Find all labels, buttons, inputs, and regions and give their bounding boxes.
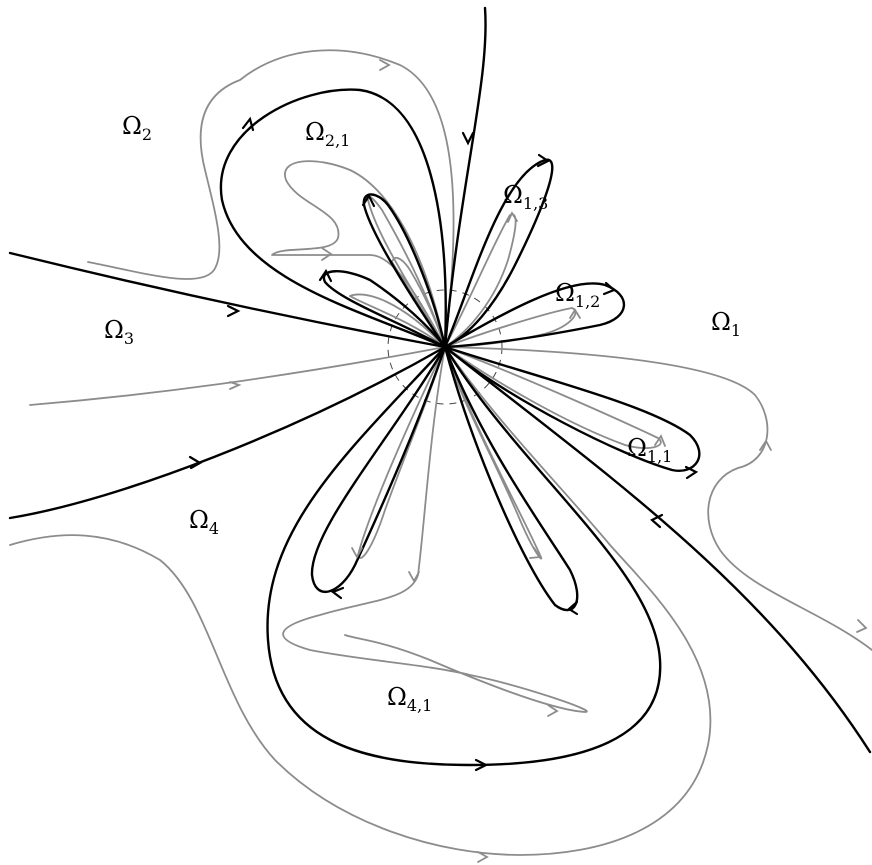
label-omega-2: Ω2 <box>122 112 153 144</box>
orbit-small-loop-c <box>349 293 446 348</box>
petal-omega-2-1 <box>219 88 447 349</box>
label-omega-1-3: Ω1,3 <box>503 181 549 213</box>
black-arrows <box>188 116 699 772</box>
separatrix-top <box>443 6 487 349</box>
petal-omega-1-2 <box>443 282 626 349</box>
separatrix-lower-left <box>8 345 447 520</box>
petal-omega-1-3 <box>443 158 554 349</box>
petal-lower-right <box>443 345 579 612</box>
label-omega-1: Ω1 <box>711 308 742 340</box>
label-omega-1-2: Ω1,2 <box>555 279 601 311</box>
petal-upper-left-a <box>362 193 447 349</box>
separatrix-left <box>8 251 447 349</box>
orbit-left <box>29 346 446 406</box>
label-omega-1-1: Ω1,1 <box>627 434 673 466</box>
orbit-small-loop-a <box>366 195 446 348</box>
orbit-omega41-s <box>282 346 588 713</box>
separatrix-lower-right <box>443 345 872 754</box>
label-omega-4-1: Ω4,1 <box>387 683 433 715</box>
label-omega-4: Ω4 <box>189 506 220 538</box>
orbit-top-left <box>87 49 455 348</box>
orbit-lower-left-inner <box>357 346 446 559</box>
petal-omega-4-1 <box>266 345 662 767</box>
label-omega-2-1: Ω2,1 <box>305 118 351 150</box>
gray-arrows <box>229 59 868 863</box>
orbit-omega21-s <box>271 160 446 348</box>
orbit-bottom-outer <box>9 346 712 856</box>
petal-omega-1-1 <box>443 345 701 472</box>
neighborhood-disk <box>387 289 503 405</box>
orbit-right <box>444 346 872 651</box>
label-omega-3: Ω3 <box>104 316 135 348</box>
orbit-omega11-inner <box>444 346 662 449</box>
petal-upper-left-b <box>322 270 447 349</box>
petal-lower-left <box>310 345 447 593</box>
